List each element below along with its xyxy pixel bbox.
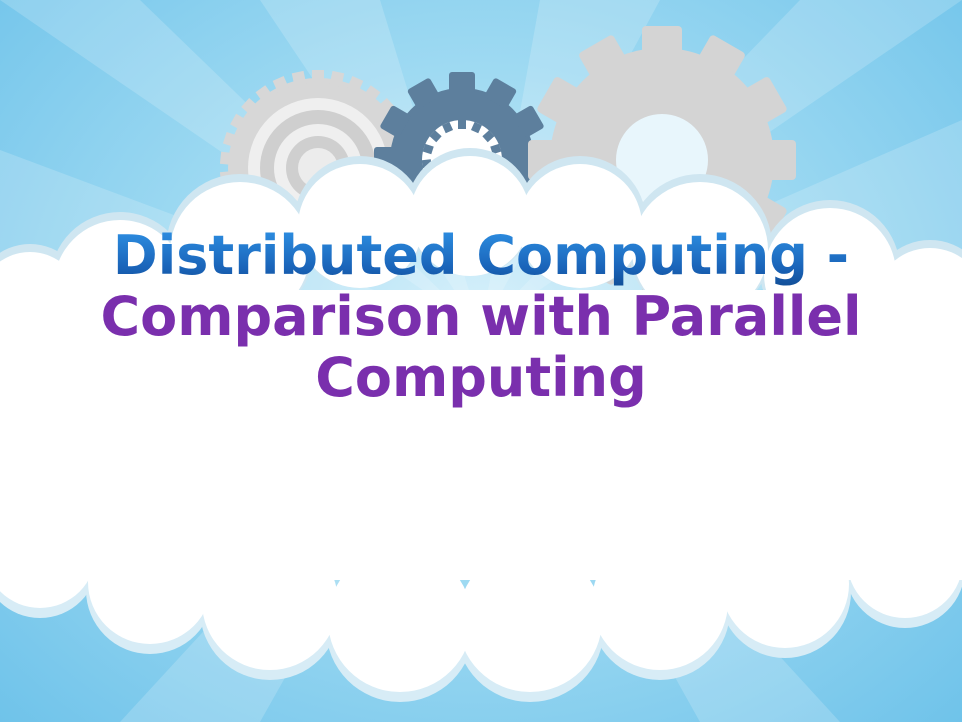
title-line-3: Computing (315, 346, 647, 410)
title-line-2: Comparison with Parallel (100, 285, 862, 349)
title-line-1: Distributed Computing - (40, 225, 922, 286)
slide-title: Distributed Computing - Comparison with … (40, 225, 922, 408)
